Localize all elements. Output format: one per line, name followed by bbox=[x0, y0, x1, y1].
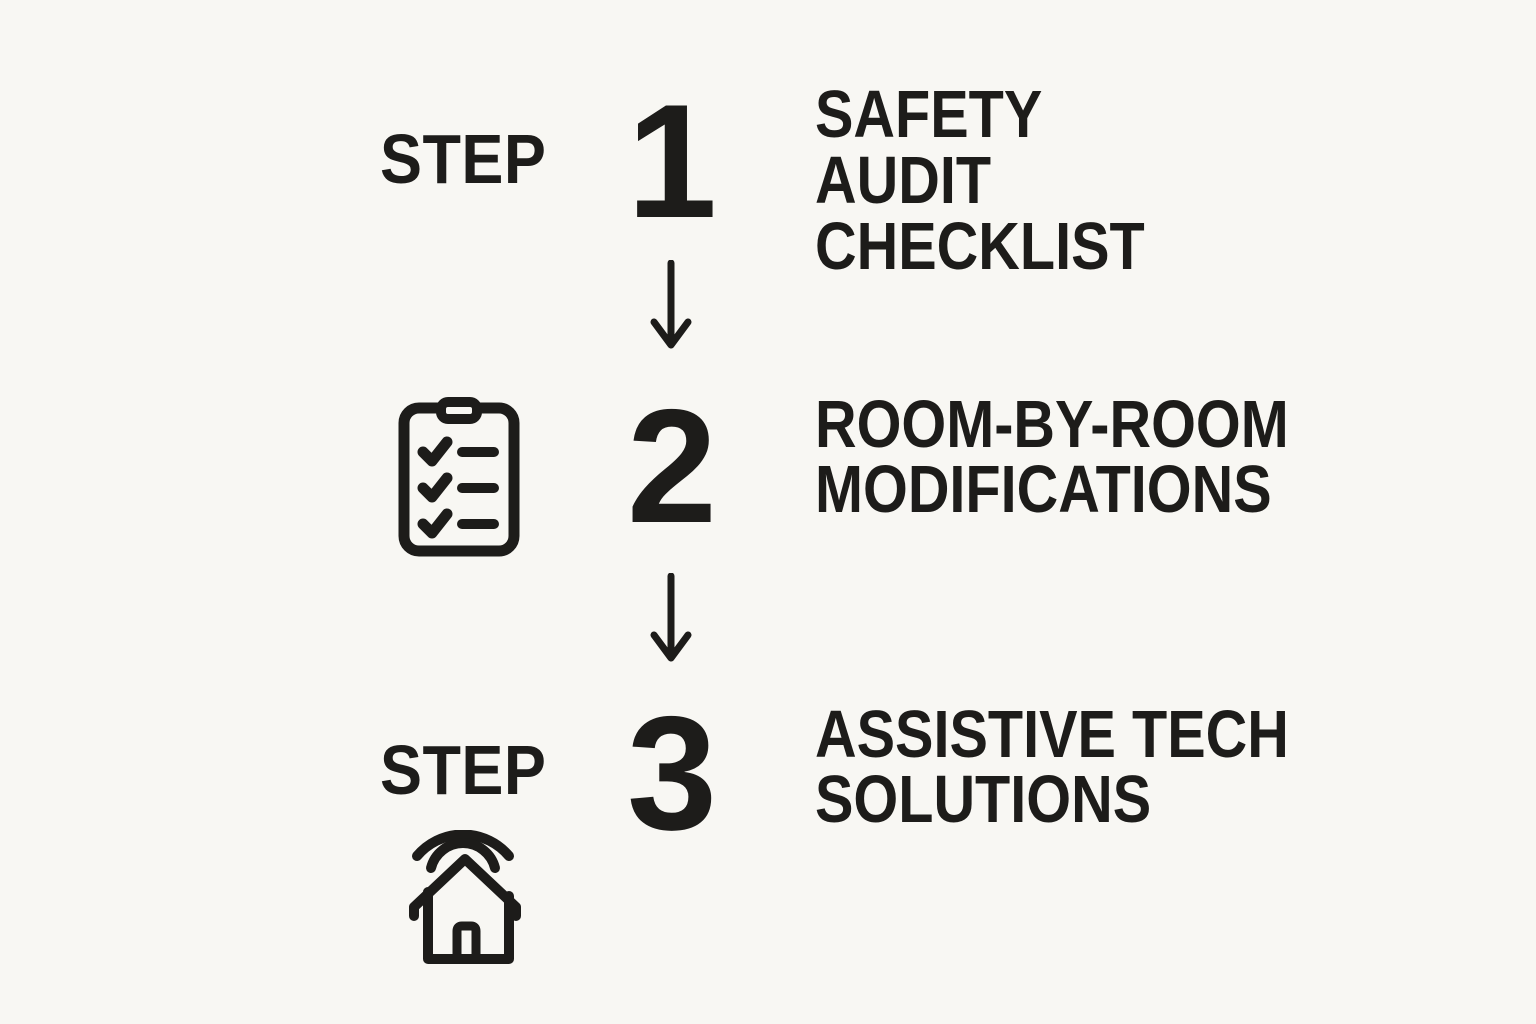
step-3-title-line: SOLUTIONS bbox=[815, 762, 1152, 837]
step-3-title: ASSISTIVE TECH SOLUTIONS bbox=[815, 697, 1289, 837]
down-arrow-icon bbox=[650, 573, 692, 662]
step-1-title: SAFETY AUDIT CHECKLIST bbox=[815, 77, 1145, 284]
step-1-number: 1 bbox=[626, 71, 718, 252]
step-2-title-line: MODIFICATIONS bbox=[815, 452, 1272, 527]
step-2-number: 2 bbox=[626, 376, 718, 557]
step-1-title-line: CHECKLIST bbox=[815, 209, 1145, 284]
step-1-title-line: SAFETY bbox=[815, 77, 1043, 152]
down-arrow-icon bbox=[650, 260, 692, 349]
step-1-title-line: AUDIT bbox=[815, 143, 992, 218]
step-2-title-line: ROOM-BY-ROOM bbox=[815, 387, 1289, 462]
step-1-label: STEP bbox=[380, 120, 547, 198]
step-3-title-line: ASSISTIVE TECH bbox=[815, 697, 1289, 772]
step-3-label: STEP bbox=[380, 731, 547, 809]
step-3-number: 3 bbox=[626, 683, 718, 864]
smart-home-icon bbox=[409, 830, 521, 964]
step-2-title: ROOM-BY-ROOM MODIFICATIONS bbox=[815, 387, 1289, 527]
checklist-clipboard-icon bbox=[398, 397, 520, 557]
